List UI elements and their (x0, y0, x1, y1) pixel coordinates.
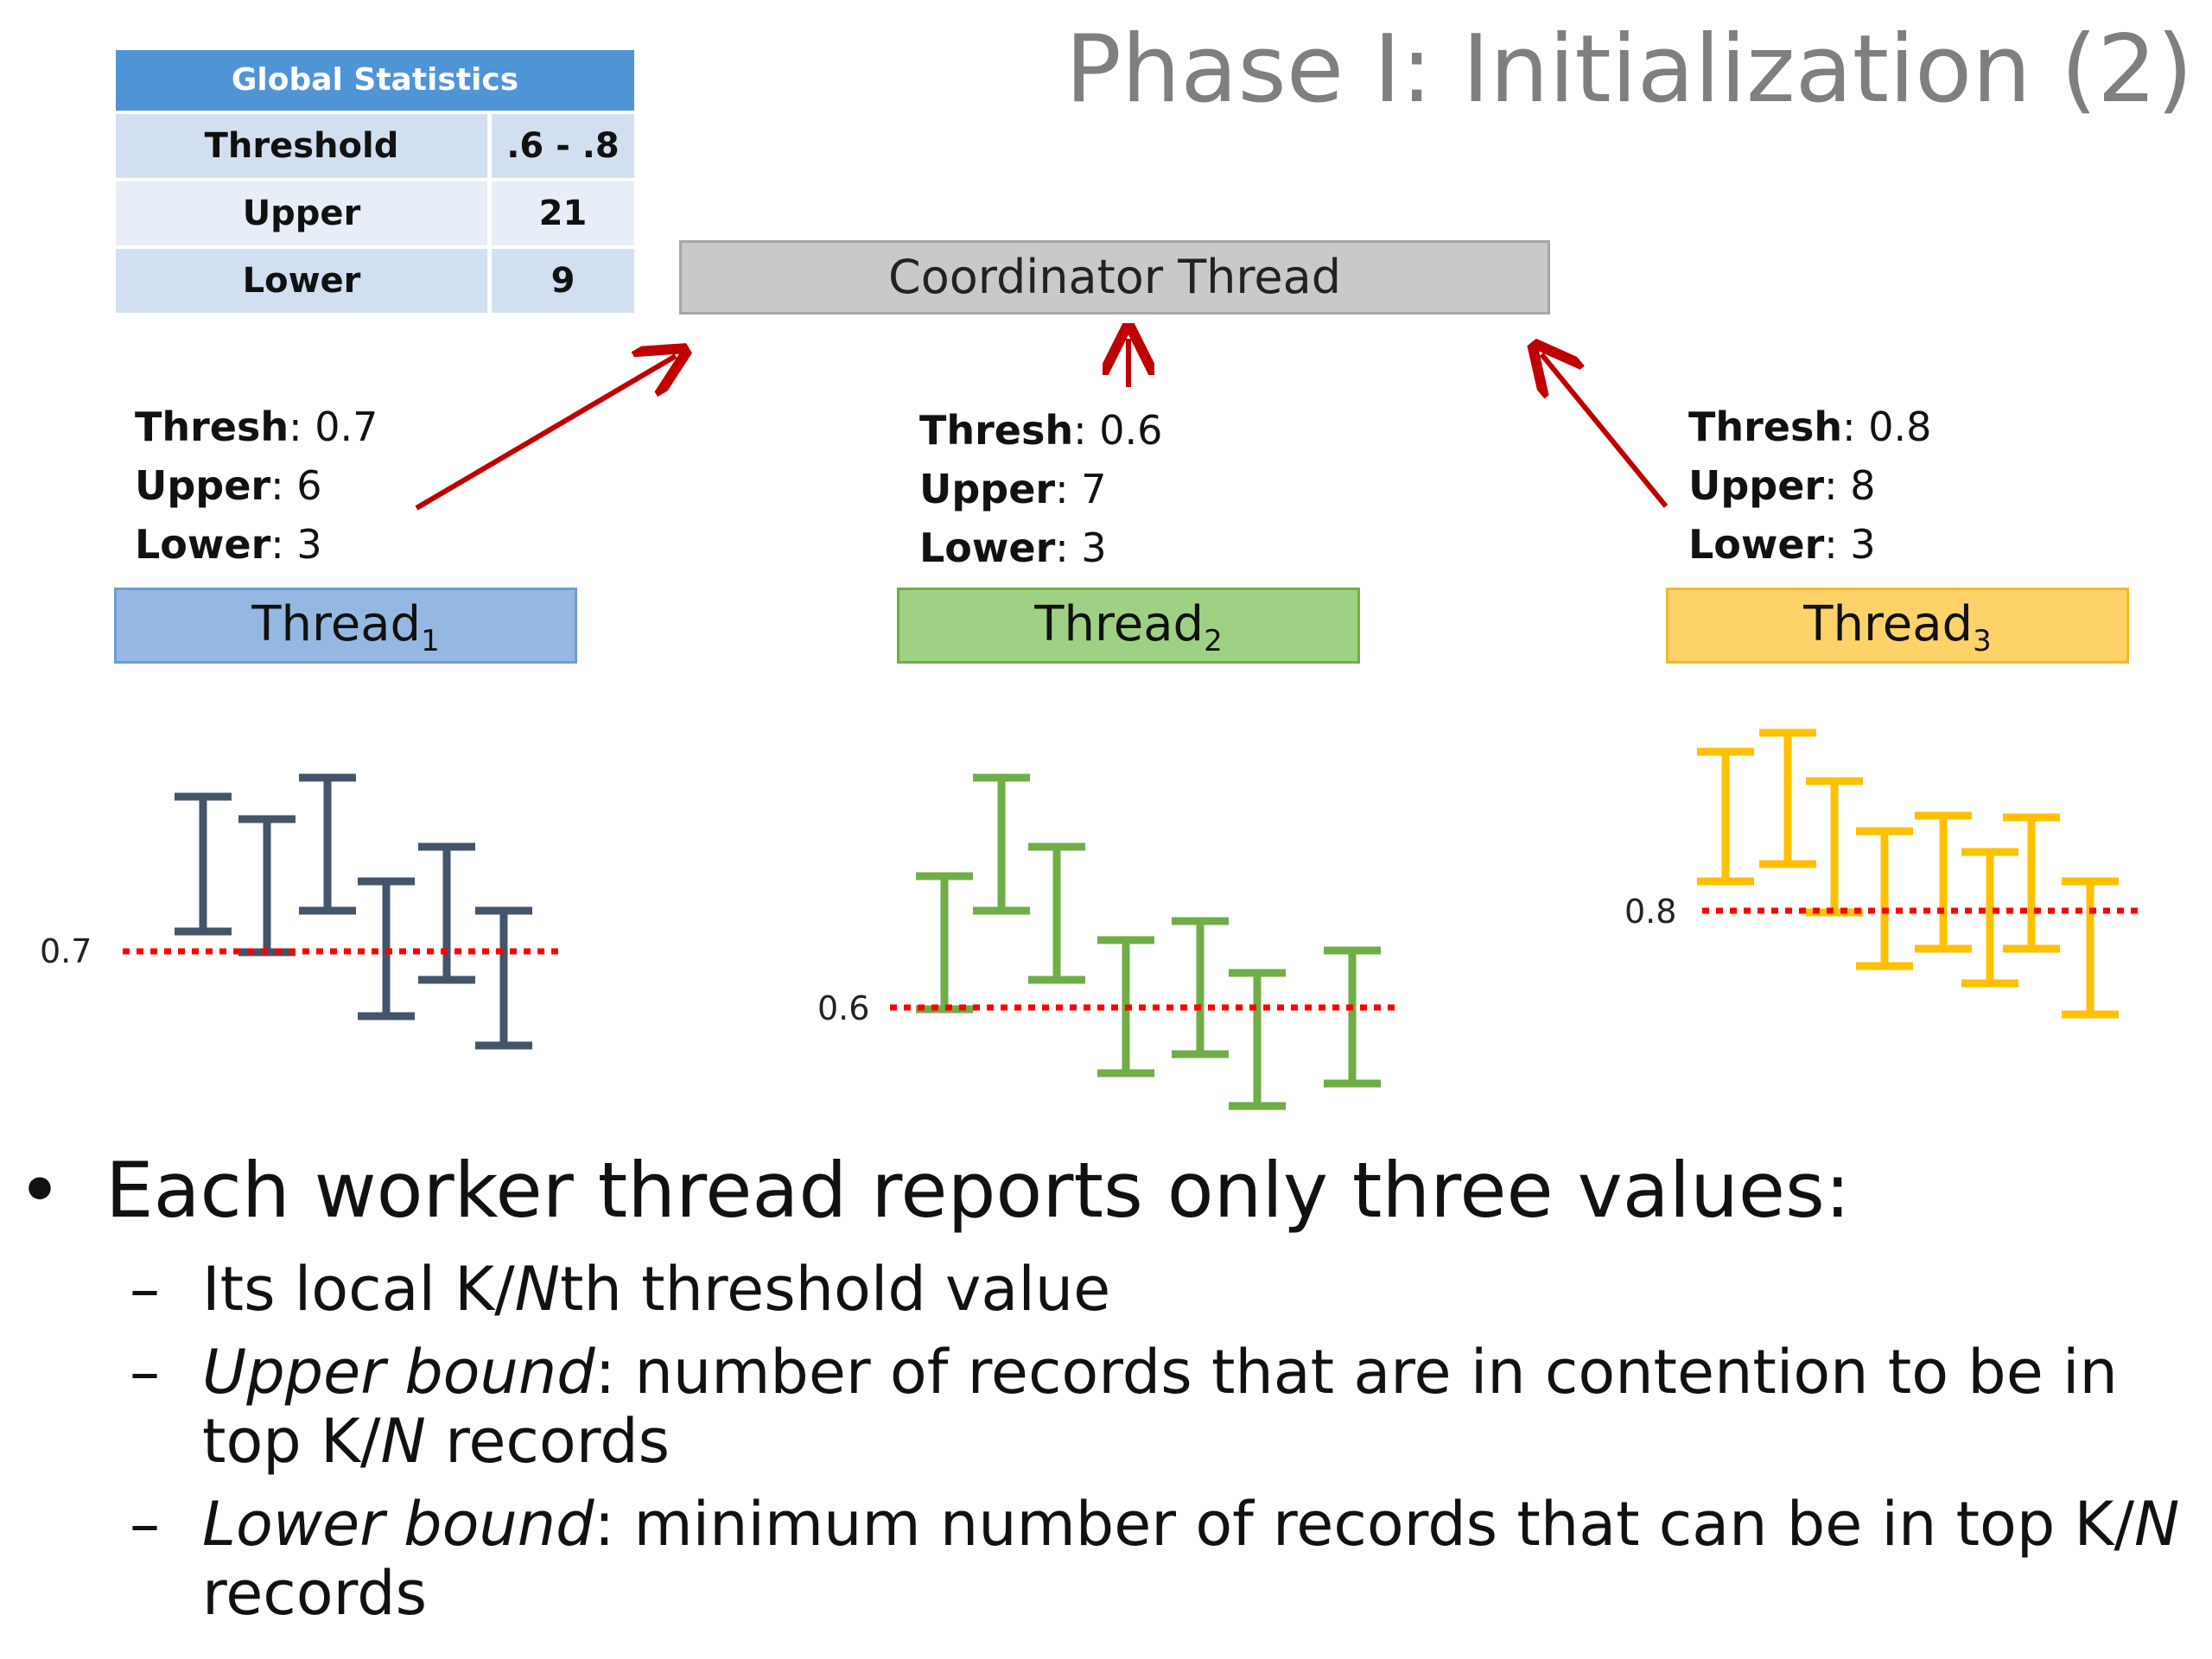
thread-3-intervals (1697, 728, 2119, 1019)
sub-bullet-1: – Its local K/Nth threshold value (130, 1254, 1111, 1325)
interval-2-3 (1028, 842, 1085, 984)
thread-2-threshold-label: 0.6 (817, 989, 869, 1027)
global-statistics-header: Global Statistics (116, 50, 634, 114)
interval-1-5 (418, 842, 475, 984)
interval-1-3 (299, 773, 356, 915)
global-statistics-table: Global Statistics Threshold .6 - .8 Uppe… (116, 50, 634, 316)
thread-3-lower: Lower: 3 (1688, 521, 1876, 568)
stats-key: Lower (116, 249, 492, 313)
interval-2-2 (973, 773, 1030, 915)
thread-3-thresh: Thresh: 0.8 (1688, 404, 1932, 450)
interval-3-4 (1856, 827, 1913, 970)
interval-2-1 (916, 872, 973, 1014)
thread-2-intervals (916, 773, 1381, 1110)
interval-3-8 (2062, 877, 2119, 1019)
thread-1-intervals (175, 773, 532, 1050)
interval-3-6 (1961, 848, 2018, 988)
thread-2-stats: Thresh: 0.6 Upper: 7 Lower: 3 (919, 401, 1162, 577)
thread-2-box: Thread2 (897, 588, 1360, 664)
dash-icon: – (130, 1489, 160, 1560)
sub-bullet-2: – Upper bound: number of records that ar… (130, 1337, 2118, 1477)
interval-3-2 (1759, 728, 1816, 868)
thread-1-threshold-label: 0.7 (40, 932, 92, 970)
slide-title: Phase I: Initialization (2) (1065, 16, 2193, 124)
interval-1-6 (475, 906, 532, 1050)
thread-1-upper: Upper: 6 (135, 462, 322, 509)
arrow-thread-1-to-coordinator (415, 356, 676, 511)
interval-2-5 (1172, 917, 1229, 1058)
coordinator-thread-box: Coordinator Thread (679, 240, 1550, 315)
sub-bullet-3: – Lower bound: minimum number of records… (130, 1489, 2180, 1629)
thread-1-box: Thread1 (114, 588, 577, 664)
interval-3-5 (1915, 811, 1972, 953)
stats-value: .6 - .8 (506, 126, 620, 166)
thread-2-thresh: Thresh: 0.6 (919, 407, 1163, 454)
interval-3-3 (1806, 777, 1863, 917)
interval-1-2 (238, 815, 296, 957)
thread-3-box: Thread3 (1666, 588, 2129, 664)
thread-1-stats: Thresh: 0.7 Upper: 6 Lower: 3 (135, 397, 378, 574)
dash-icon: – (130, 1254, 160, 1325)
stats-row-upper: Upper 21 (116, 181, 634, 249)
stats-value: 9 (550, 261, 575, 301)
interval-3-7 (2003, 813, 2060, 953)
dash-icon: – (130, 1337, 160, 1408)
thread-2-lower: Lower: 3 (919, 524, 1107, 571)
bullet-main-text: Each worker thread reports only three va… (105, 1146, 1851, 1235)
interval-1-1 (175, 792, 232, 936)
stats-key: Upper (116, 181, 492, 245)
stats-key: Threshold (116, 114, 492, 178)
bullet-list: • Each worker thread reports only three … (17, 1141, 2195, 1628)
stats-value: 21 (538, 194, 588, 233)
interval-3-1 (1697, 747, 1754, 886)
stats-row-lower: Lower 9 (116, 249, 634, 316)
thread-3-stats: Thresh: 0.8 Upper: 8 Lower: 3 (1688, 397, 1931, 574)
thread-1-lower: Lower: 3 (135, 521, 322, 568)
bullet-dot-icon: • (17, 1146, 62, 1235)
thread-2-upper: Upper: 7 (919, 466, 1107, 512)
interval-2-7 (1324, 946, 1381, 1088)
bullet-main: • Each worker thread reports only three … (17, 1141, 2195, 1241)
stats-row-threshold: Threshold .6 - .8 (116, 114, 634, 181)
thread-3-threshold-label: 0.8 (1624, 893, 1676, 931)
arrow-thread-3-to-coordinator (1541, 354, 1669, 508)
interval-2-6 (1229, 969, 1286, 1110)
thread-3-upper: Upper: 8 (1688, 462, 1876, 509)
thread-1-thresh: Thresh: 0.7 (135, 404, 378, 450)
